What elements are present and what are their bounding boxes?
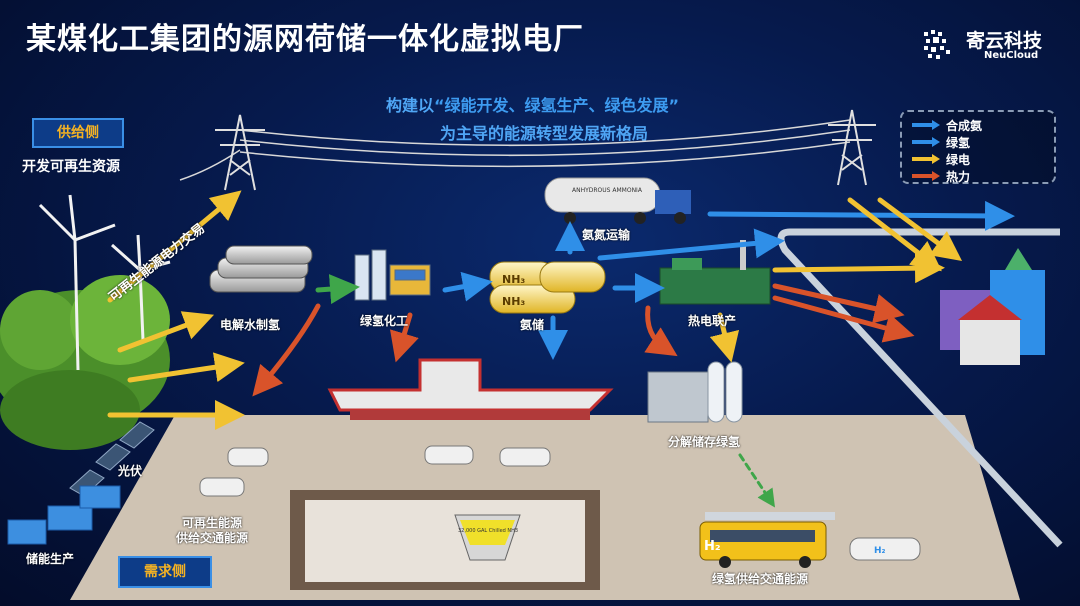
hydrogen-bus bbox=[699, 512, 835, 568]
transmission-tower-left bbox=[215, 114, 265, 191]
town-buildings bbox=[940, 248, 1045, 365]
legend: 合成氨 绿氢 绿电 热力 bbox=[900, 110, 1056, 184]
slogan-line-1: 构建以“绿能开发、绿氢生产、绿色发展” bbox=[386, 92, 679, 116]
arrow-chem-to-storage bbox=[442, 271, 493, 302]
arrow-forest-to-electrolysis bbox=[117, 311, 215, 353]
storage-containers bbox=[7, 485, 121, 545]
demand-side-badge: 需求侧 bbox=[118, 556, 212, 588]
tank-label-nh3-b: NH₃ bbox=[502, 295, 525, 308]
legend-label: 热力 bbox=[946, 170, 971, 184]
arrow-grid-to-town-1 bbox=[847, 197, 942, 272]
chp-plant bbox=[659, 240, 771, 305]
label-solar: 光伏 bbox=[118, 464, 143, 478]
slogan-line-2: 为主导的能源转型发展新格局 bbox=[440, 124, 649, 143]
flow-arrows bbox=[107, 190, 1015, 508]
tank-sign: 32,000 GAL Chilled NH3 bbox=[458, 528, 518, 534]
legend-label: 合成氨 bbox=[946, 119, 983, 133]
supply-side-subtitle: 开发可再生资源 bbox=[22, 159, 120, 175]
bus-h2-label: H₂ bbox=[704, 539, 721, 554]
truck-label: ANHYDROUS AMMONIA bbox=[572, 187, 643, 194]
arrow-chp-to-town-1 bbox=[772, 253, 945, 284]
power-line-wires bbox=[179, 119, 851, 181]
legend-label: 绿氢 bbox=[946, 136, 971, 150]
label-green-h2-transport: 绿氢供给交通能源 bbox=[712, 572, 809, 586]
page-title: 某煤化工集团的源网荷储一体化虚拟电厂 bbox=[26, 22, 584, 57]
car-h2-label: H₂ bbox=[874, 546, 886, 556]
arrow-wind-to-grid bbox=[107, 190, 242, 303]
arrow-decompose-to-bus bbox=[738, 453, 775, 508]
label-ammonia-storage: 氨储 bbox=[520, 318, 545, 332]
ammonia-truck bbox=[544, 177, 691, 224]
decompose-station bbox=[647, 361, 743, 423]
label-storage: 储能生产 bbox=[26, 552, 75, 566]
arrow-forest-to-station bbox=[127, 352, 245, 383]
supply-side-badge: 供给侧 bbox=[32, 118, 124, 148]
slogan-prefix: 构建以 bbox=[386, 96, 435, 115]
arrow-chp-red bbox=[644, 305, 678, 357]
tank-label-nh3-a: NH₃ bbox=[502, 273, 525, 286]
logo-name-en: NeuCloud bbox=[984, 50, 1039, 61]
arrow-storage-to-town bbox=[597, 228, 785, 261]
arrow-chem-red bbox=[389, 312, 419, 363]
arrow-chp-green bbox=[709, 312, 740, 363]
underground-tank bbox=[454, 514, 521, 561]
label-electrolysis: 电解水制氢 bbox=[220, 318, 281, 332]
arrow-chp-to-town-2 bbox=[772, 283, 905, 324]
gas-station bbox=[327, 358, 614, 420]
logo-name-cn: 寄云科技 bbox=[966, 30, 1043, 52]
label-green-hydrogen-chem: 绿氢化工 bbox=[360, 314, 409, 328]
label-decompose: 分解储存绿氢 bbox=[668, 435, 741, 449]
wind-turbines bbox=[38, 194, 171, 371]
legend-arrow-icon bbox=[912, 154, 940, 164]
label-ammonia-transport: 氨氮运输 bbox=[582, 228, 631, 242]
company-logo: 寄云科技 NeuCloud bbox=[922, 26, 1052, 66]
legend-label: 绿电 bbox=[946, 153, 971, 167]
legend-arrow-icon bbox=[912, 120, 940, 130]
arrow-electrolysis-red bbox=[252, 303, 321, 397]
electrolysis-equipment bbox=[209, 245, 313, 293]
label-transport-energy: 可再生能源 供给交通能源 bbox=[176, 516, 249, 545]
ammonia-tanks bbox=[489, 261, 606, 314]
neucloud-logo-icon bbox=[924, 30, 950, 59]
solar-panels bbox=[69, 421, 155, 497]
arrow-grid-to-town-2 bbox=[877, 197, 963, 261]
chemical-plant bbox=[354, 249, 431, 301]
slogan-highlight: “绿能开发、绿氢生产、绿色发展” bbox=[434, 96, 680, 115]
legend-arrow-icon bbox=[912, 171, 940, 181]
underground-pit-inner bbox=[305, 500, 585, 582]
forest bbox=[0, 275, 170, 450]
label-chp: 热电联产 bbox=[688, 314, 737, 328]
cars bbox=[199, 445, 921, 561]
arrow-truck-to-town bbox=[707, 200, 1015, 231]
arrow-chp-to-town-3 bbox=[772, 295, 915, 343]
legend-arrow-icon bbox=[912, 137, 940, 147]
arrow-electrolysis-to-chem bbox=[315, 274, 360, 305]
transmission-tower-right bbox=[828, 109, 876, 186]
